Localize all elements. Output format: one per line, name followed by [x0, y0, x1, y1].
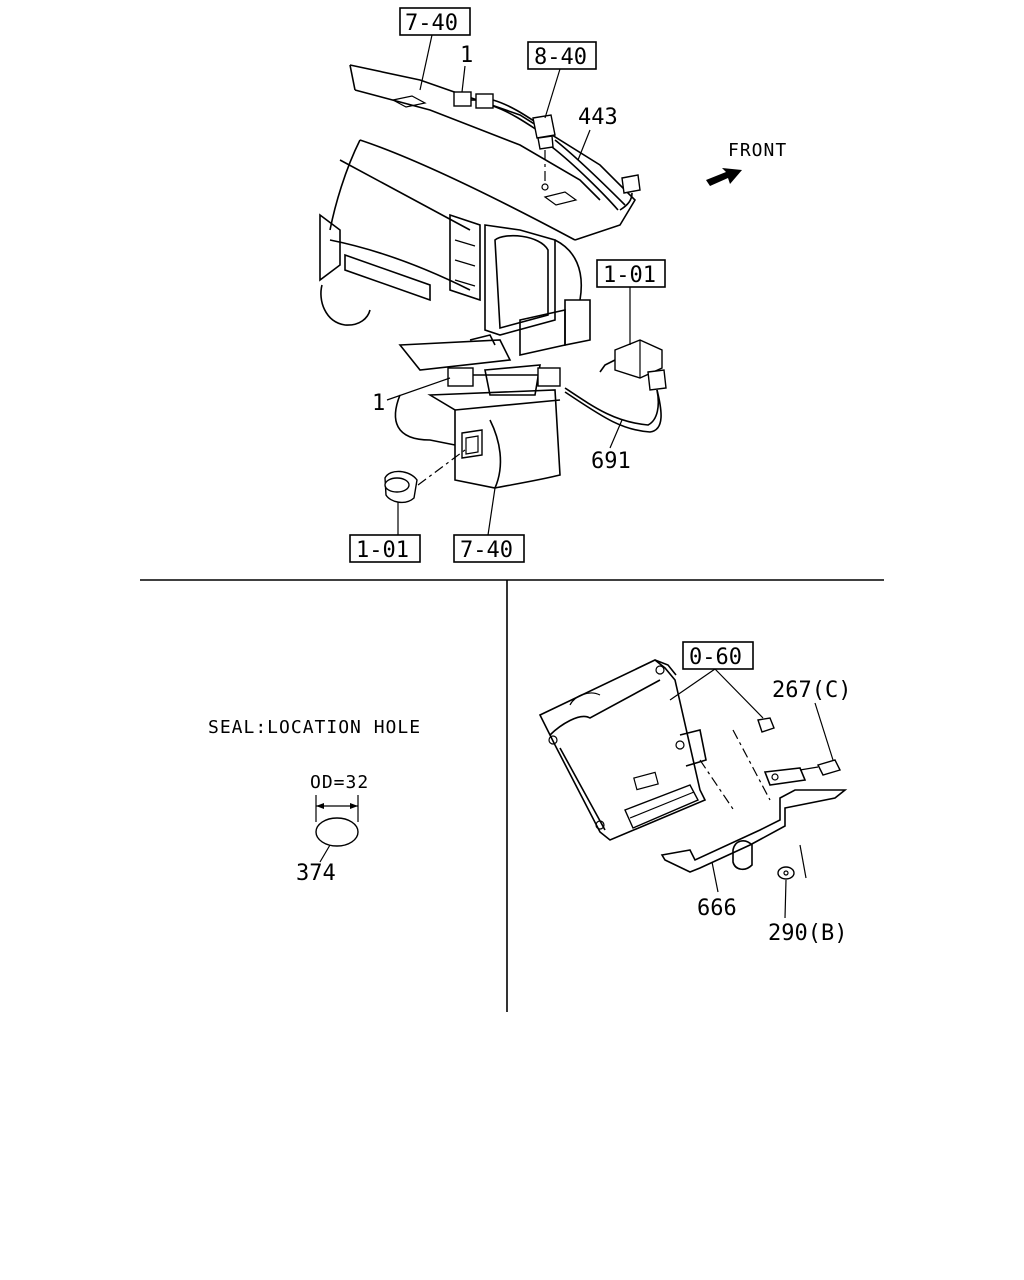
ref-0-60: 0-60 [669, 641, 764, 719]
seal-plug [384, 449, 466, 504]
ref-1-01-right: 1-01 [596, 259, 666, 345]
seal-title: SEAL:LOCATION HOLE [208, 717, 421, 738]
part-1-left: 1 [372, 391, 385, 416]
ref-1-01-bottom: 1-01 [349, 502, 421, 563]
ref-1-01-bottom-label: 1-01 [356, 538, 409, 563]
part-374: 374 [296, 861, 336, 886]
part-666: 666 [697, 896, 737, 921]
ref-8-40-label: 8-40 [534, 45, 587, 70]
part-1-top: 1 [460, 43, 473, 68]
instrument-panel-assembly [319, 64, 637, 489]
part-290b: 290(B) [768, 921, 847, 946]
seal-374-shape [315, 817, 359, 847]
control-unit-assembly [538, 659, 848, 880]
part-443: 443 [578, 105, 618, 130]
seal-location-panel: SEAL:LOCATION HOLE OD=32 374 [208, 717, 421, 886]
front-arrow: FRONT [706, 140, 787, 186]
part-267c: 267(C) [772, 678, 851, 703]
switch-harness-691 [447, 339, 667, 433]
part-691: 691 [591, 449, 631, 474]
front-label: FRONT [728, 140, 787, 161]
ref-8-40: 8-40 [527, 41, 597, 119]
ref-1-01-right-label: 1-01 [603, 263, 656, 288]
top-harness [453, 91, 641, 211]
od-label: OD=32 [310, 772, 369, 793]
ref-0-60-label: 0-60 [689, 645, 742, 670]
ref-7-40-bottom-label: 7-40 [460, 538, 513, 563]
ref-7-40-top-label: 7-40 [405, 11, 458, 36]
ref-7-40-bottom: 7-40 [453, 487, 525, 563]
ref-7-40-top: 7-40 [399, 7, 471, 91]
